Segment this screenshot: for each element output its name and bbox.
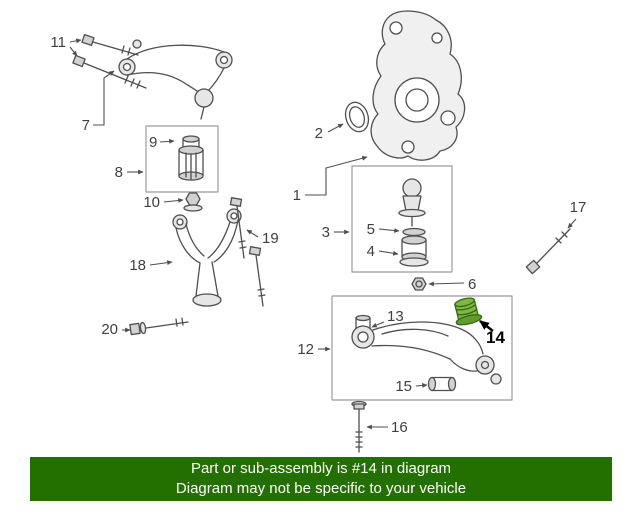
seal-ring-2 — [344, 101, 370, 133]
part-labels: 11 7 9 8 10 2 1 3 5 4 6 17 18 19 20 12 1… — [50, 34, 586, 436]
part-label-8: 8 — [115, 164, 123, 181]
part-label-15: 15 — [395, 378, 412, 395]
leader-lines — [69, 38, 577, 430]
lower-arm-box-12 — [331, 295, 513, 401]
part-label-20: 20 — [101, 321, 118, 338]
part-label-6: 6 — [468, 276, 476, 293]
part-label-13: 13 — [387, 308, 404, 325]
fork-18 — [172, 208, 242, 307]
part-label-12: 12 — [297, 341, 314, 358]
banner-line-2: Diagram may not be specific to your vehi… — [175, 480, 467, 497]
bolt-16 — [351, 400, 367, 453]
nut-6 — [411, 277, 427, 291]
part-label-4: 4 — [367, 243, 375, 260]
bolts-19 — [229, 197, 266, 307]
upper-control-arm-7 — [118, 44, 233, 120]
part-label-3: 3 — [322, 224, 330, 241]
steering-knuckle-1 — [370, 10, 466, 161]
bolt-17 — [525, 228, 571, 275]
part-label-14: 14 — [486, 328, 505, 347]
disclaimer-banner: Part or sub-assembly is #14 in diagram D… — [30, 457, 612, 501]
part-label-5: 5 — [367, 221, 375, 238]
bushing-kit-box-9 — [145, 125, 219, 193]
part-label-19: 19 — [262, 230, 279, 247]
part-label-16: 16 — [391, 419, 408, 436]
part-label-10: 10 — [143, 194, 160, 211]
bolt-20 — [129, 317, 189, 336]
highlighted-bushing-14 — [454, 297, 483, 326]
part-label-9: 9 — [149, 134, 157, 151]
nut-10 — [183, 192, 203, 212]
part-label-18: 18 — [129, 257, 146, 274]
part-label-11: 11 — [50, 34, 66, 51]
banner-line-1: Part or sub-assembly is #14 in diagram — [190, 460, 452, 477]
part-label-1: 1 — [293, 187, 301, 204]
mount-bolts-11 — [72, 34, 147, 89]
ball-joint-box-3 — [351, 165, 453, 273]
part-label-17: 17 — [570, 199, 587, 216]
part-label-7: 7 — [82, 117, 90, 134]
part-label-2: 2 — [315, 125, 323, 142]
